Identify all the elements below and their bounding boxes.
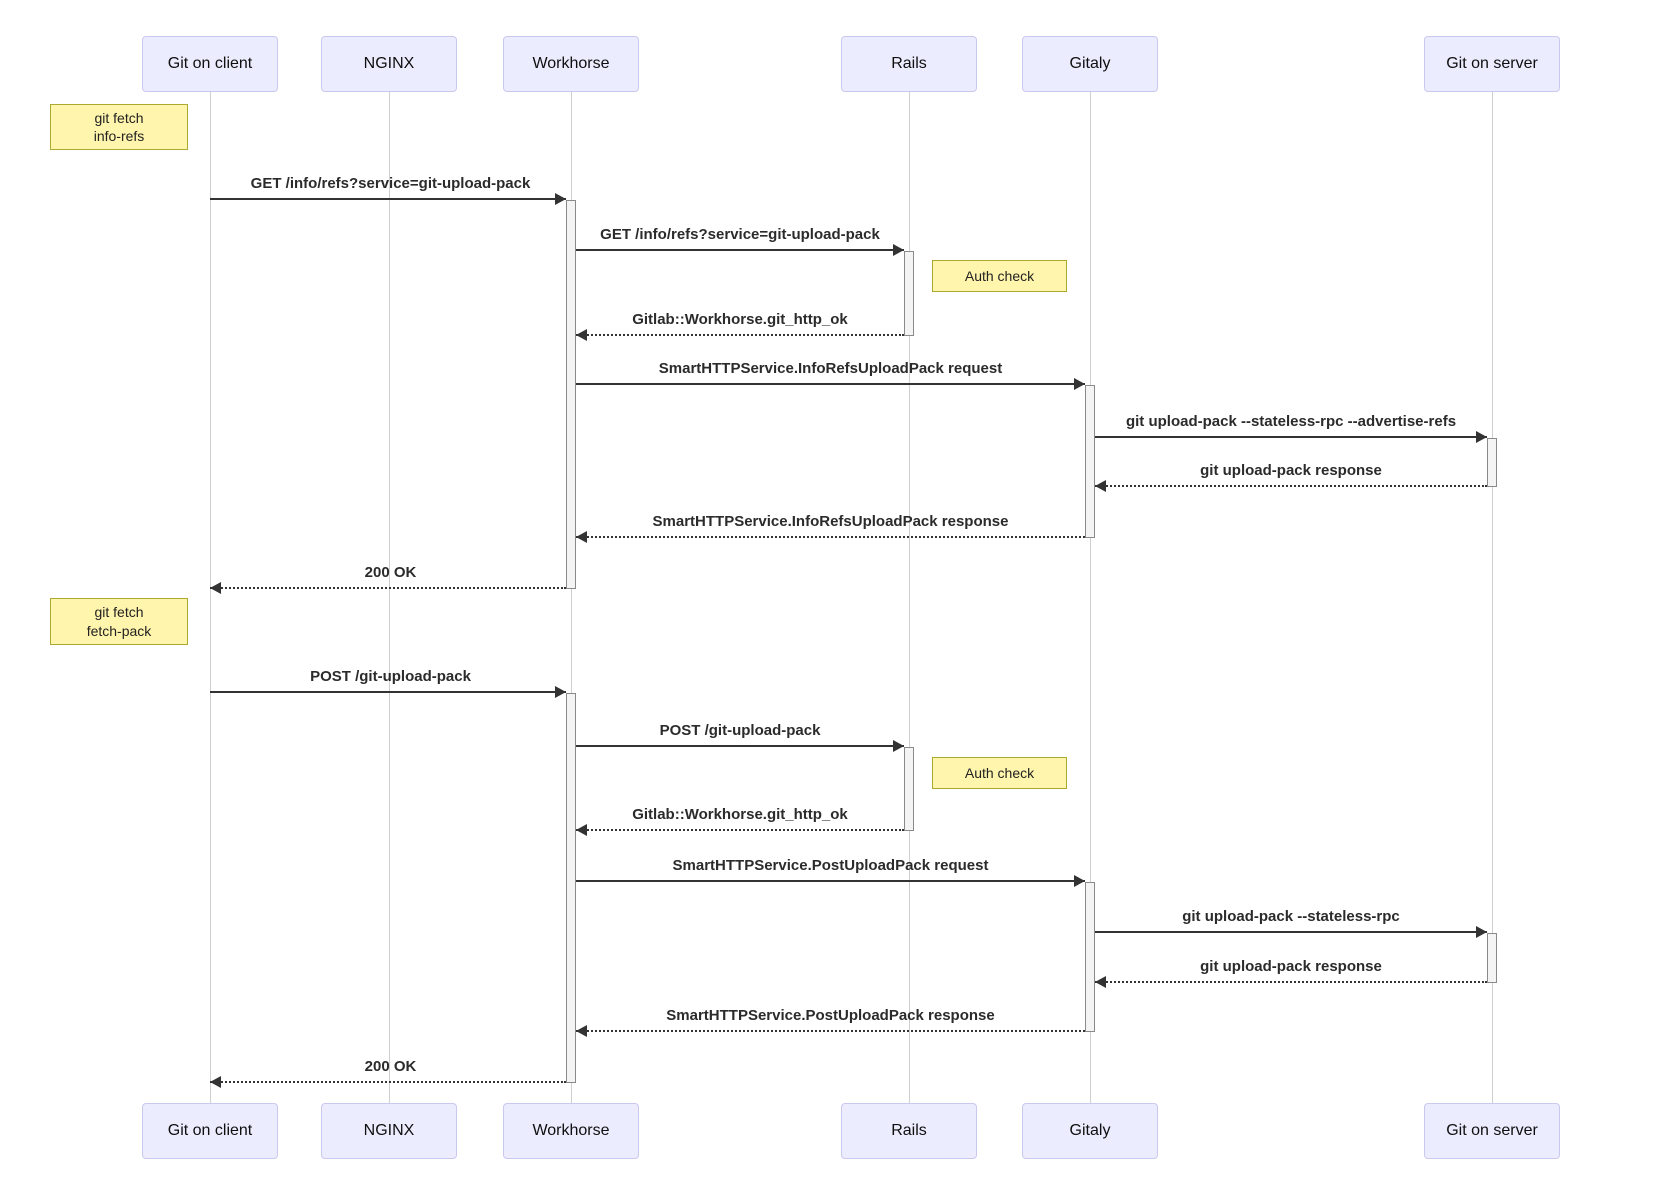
actor-server-bottom: Git on server — [1424, 1103, 1560, 1159]
note-auth-check-2: Auth check — [932, 757, 1067, 789]
message-label: SmartHTTPService.InfoRefsUploadPack requ… — [658, 360, 1003, 377]
message-label: SmartHTTPService.InfoRefsUploadPack resp… — [652, 513, 1009, 530]
arrowhead-icon — [576, 1025, 587, 1037]
actor-client-bottom: Git on client — [142, 1103, 278, 1159]
lifeline-nginx — [389, 92, 390, 1103]
note-auth-check: Auth check — [932, 260, 1067, 292]
note-git-fetch-info-refs: git fetch info-refs — [50, 104, 188, 150]
actor-nginx-top: NGINX — [321, 36, 457, 92]
activation-server — [1487, 438, 1497, 487]
arrowhead-icon — [555, 193, 566, 205]
actor-server-top: Git on server — [1424, 36, 1560, 92]
message-label: POST /git-upload-pack — [659, 722, 821, 739]
lifeline-workhorse — [571, 92, 572, 1103]
message-line — [576, 249, 904, 251]
activation-rails — [904, 251, 914, 336]
activation-rails — [904, 747, 914, 831]
arrowhead-icon — [1095, 976, 1106, 988]
arrowhead-icon — [210, 582, 221, 594]
lifeline-client — [210, 92, 211, 1103]
message-label: POST /git-upload-pack — [310, 668, 471, 685]
lifeline-server — [1492, 92, 1493, 1103]
actor-gitaly-top: Gitaly — [1022, 36, 1158, 92]
message-label: SmartHTTPService.PostUploadPack response — [666, 1007, 995, 1024]
message-line — [576, 880, 1085, 882]
message-label: SmartHTTPService.PostUploadPack request — [672, 857, 989, 874]
message-label: git upload-pack --stateless-rpc --advert… — [1125, 413, 1457, 430]
actor-rails-bottom: Rails — [841, 1103, 977, 1159]
message-line — [1095, 485, 1487, 487]
arrowhead-icon — [1095, 480, 1106, 492]
message-line — [210, 587, 566, 589]
arrowhead-icon — [576, 824, 587, 836]
arrowhead-icon — [576, 531, 587, 543]
message-line — [210, 691, 566, 693]
arrowhead-icon — [893, 244, 904, 256]
actor-workhorse-top: Workhorse — [503, 36, 639, 92]
arrowhead-icon — [555, 686, 566, 698]
message-label: git upload-pack --stateless-rpc — [1182, 908, 1400, 925]
activation-server — [1487, 933, 1497, 983]
message-label: git upload-pack response — [1200, 958, 1382, 975]
activation-workhorse — [566, 200, 576, 589]
message-line — [210, 198, 566, 200]
actor-workhorse-bottom: Workhorse — [503, 1103, 639, 1159]
arrowhead-icon — [576, 329, 587, 341]
arrowhead-icon — [1476, 926, 1487, 938]
arrowhead-icon — [210, 1076, 221, 1088]
activation-workhorse — [566, 693, 576, 1083]
message-label: git upload-pack response — [1200, 462, 1382, 479]
message-line — [576, 745, 904, 747]
arrowhead-icon — [1476, 431, 1487, 443]
lifeline-gitaly — [1090, 92, 1091, 1103]
lifeline-rails — [909, 92, 910, 1103]
message-line — [1095, 931, 1487, 933]
actor-gitaly-bottom: Gitaly — [1022, 1103, 1158, 1159]
activation-gitaly — [1085, 385, 1095, 538]
message-label: Gitlab::Workhorse.git_http_ok — [632, 311, 848, 328]
message-line — [1095, 436, 1487, 438]
activation-gitaly — [1085, 882, 1095, 1032]
note-git-fetch-fetch-pack: git fetch fetch-pack — [50, 598, 188, 645]
message-line — [576, 829, 904, 831]
message-label: 200 OK — [364, 564, 417, 581]
actor-rails-top: Rails — [841, 36, 977, 92]
actor-client-top: Git on client — [142, 36, 278, 92]
message-label: GET /info/refs?service=git-upload-pack — [600, 226, 880, 243]
arrowhead-icon — [1074, 875, 1085, 887]
actor-nginx-bottom: NGINX — [321, 1103, 457, 1159]
arrowhead-icon — [1074, 378, 1085, 390]
message-label: GET /info/refs?service=git-upload-pack — [250, 175, 531, 192]
message-line — [1095, 981, 1487, 983]
message-line — [576, 536, 1085, 538]
message-line — [576, 383, 1085, 385]
message-line — [576, 334, 904, 336]
message-line — [210, 1081, 566, 1083]
message-label: Gitlab::Workhorse.git_http_ok — [632, 806, 848, 823]
arrowhead-icon — [893, 740, 904, 752]
message-line — [576, 1030, 1085, 1032]
message-label: 200 OK — [364, 1058, 417, 1075]
